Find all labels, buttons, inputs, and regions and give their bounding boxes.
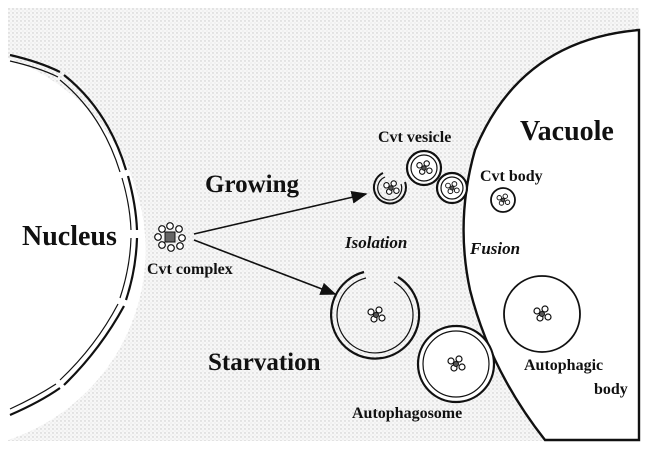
- cvt-body-label: Cvt body: [480, 168, 543, 185]
- isolation-label: Isolation: [344, 233, 407, 252]
- fusion-label: Fusion: [469, 239, 520, 258]
- vacuole-label: Vacuole: [520, 116, 614, 147]
- cvt-vesicle-label: Cvt vesicle: [378, 129, 451, 146]
- growing-label: Growing: [205, 171, 299, 198]
- autophagosome-label: Autophagosome: [352, 405, 462, 422]
- cvt-body: [491, 188, 515, 212]
- body-label: body: [594, 381, 628, 398]
- cvt-vesicle: [407, 151, 441, 185]
- cvt-complex-cluster: [155, 223, 186, 252]
- nucleus-label: Nucleus: [22, 221, 117, 252]
- starvation-label: Starvation: [208, 349, 321, 376]
- fusing-cvt-vesicle: [437, 173, 467, 203]
- cvt-complex-label: Cvt complex: [147, 261, 233, 278]
- autophagic-body: [504, 276, 580, 352]
- autophagic-label: Autophagic: [524, 357, 603, 374]
- autophagosome: [418, 326, 494, 402]
